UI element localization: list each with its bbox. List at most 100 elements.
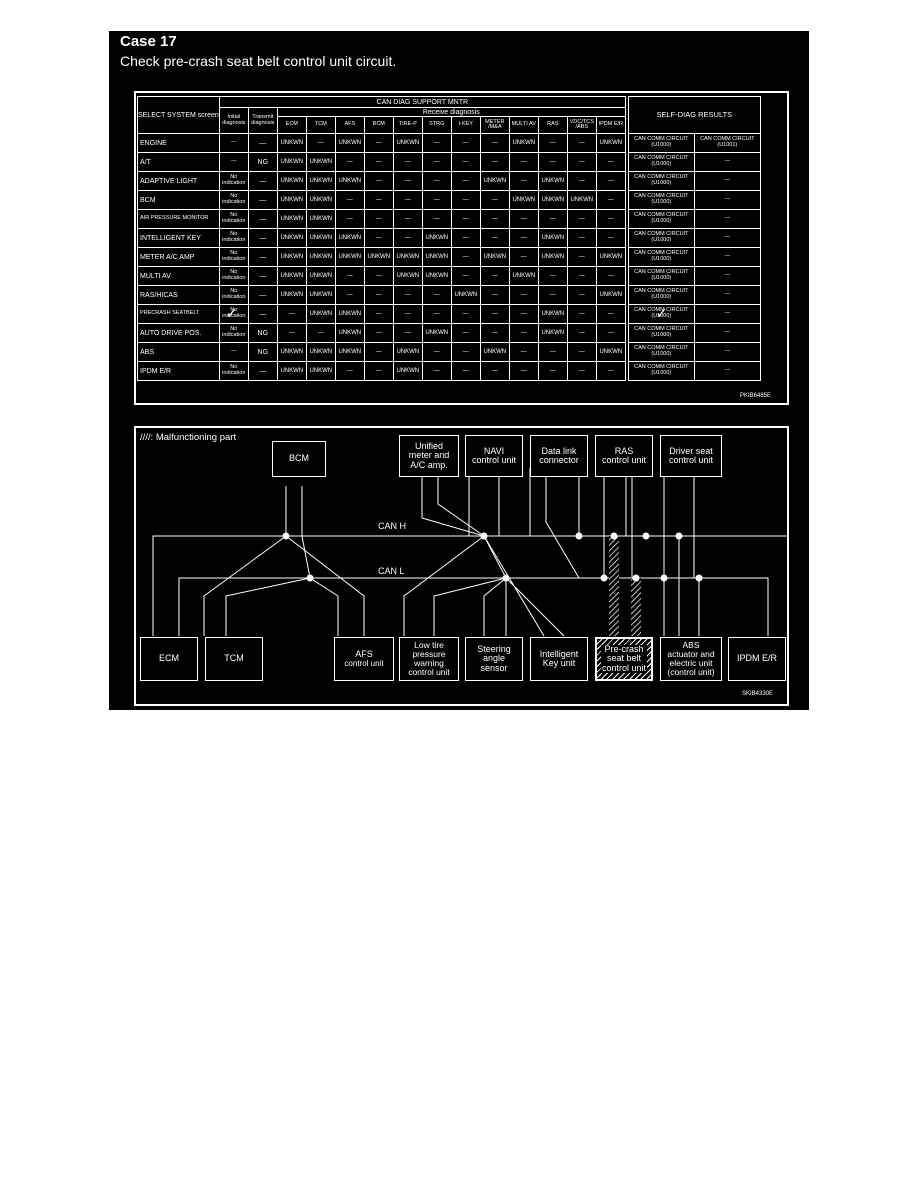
receive-cell: — bbox=[450, 342, 481, 362]
receive-cell: UNKWN bbox=[392, 342, 423, 362]
receive-cell: UNKWN bbox=[508, 266, 539, 286]
receive-cell: UNKWN bbox=[305, 342, 336, 362]
receive-cell: UNKWN bbox=[595, 247, 626, 267]
receive-cell: — bbox=[421, 133, 452, 153]
receive-cell: — bbox=[363, 323, 394, 343]
receive-cell: — bbox=[566, 266, 597, 286]
receive-column-header: MULTI AV bbox=[508, 116, 539, 134]
receive-column-header: BCM bbox=[363, 116, 394, 134]
initial-diagnosis-cell: — bbox=[218, 133, 249, 153]
receive-column-header: IPDM E/R bbox=[595, 116, 626, 134]
receive-cell: — bbox=[508, 342, 539, 362]
self-diag-result: CAN COMM CIRCUIT (U1000)✓ bbox=[627, 304, 695, 324]
self-diag-result: CAN COMM CIRCUIT (U1001) bbox=[693, 133, 761, 153]
receive-cell: UNKWN bbox=[479, 342, 510, 362]
navi-control-unit: NAVI control unit bbox=[465, 435, 523, 477]
receive-cell: UNKWN bbox=[421, 266, 452, 286]
receive-cell: UNKWN bbox=[305, 266, 336, 286]
receive-cell: — bbox=[537, 285, 568, 305]
can-h-label: CAN H bbox=[378, 521, 407, 531]
afs-control-unit: AFS control unit bbox=[334, 637, 394, 681]
ecm-unit: ECM bbox=[140, 637, 198, 681]
precrash-label: Pre-crash seat belt control unit bbox=[600, 643, 648, 674]
self-diag-result: CAN COMM CIRCUIT (U1000) bbox=[627, 190, 695, 210]
self-diag-result: CAN COMM CIRCUIT (U1000) bbox=[627, 323, 695, 343]
can-l-junction bbox=[306, 574, 314, 582]
can-l-junction bbox=[695, 574, 703, 582]
receive-cell: UNKWN bbox=[479, 247, 510, 267]
receive-column-header: ECM bbox=[276, 116, 307, 134]
receive-cell: — bbox=[595, 323, 626, 343]
can-h-junction bbox=[575, 532, 583, 540]
transmit-diagnosis-cell: — bbox=[247, 133, 278, 153]
ipdm-er-unit: IPDM E/R bbox=[728, 637, 786, 681]
receive-cell: — bbox=[508, 304, 539, 324]
receive-cell: — bbox=[363, 285, 394, 305]
receive-cell: — bbox=[334, 285, 365, 305]
afs-label: AFS bbox=[355, 649, 373, 660]
receive-cell: — bbox=[479, 133, 510, 153]
system-name: AUTO DRIVE POS. bbox=[137, 323, 220, 343]
receive-cell: UNKWN bbox=[334, 323, 365, 343]
receive-cell: — bbox=[479, 285, 510, 305]
receive-cell: UNKWN bbox=[508, 190, 539, 210]
receive-column-header: TCM bbox=[305, 116, 336, 134]
receive-cell: UNKWN bbox=[508, 133, 539, 153]
receive-cell: — bbox=[305, 133, 336, 153]
receive-cell: — bbox=[566, 361, 597, 381]
receive-cell: — bbox=[392, 285, 423, 305]
receive-cell: UNKWN bbox=[305, 152, 336, 172]
receive-cell: UNKWN bbox=[276, 209, 307, 229]
column-gap bbox=[624, 228, 629, 248]
receive-cell: UNKWN bbox=[334, 304, 365, 324]
transmit-diagnosis-cell: — bbox=[247, 304, 278, 324]
receive-cell: UNKWN bbox=[334, 247, 365, 267]
receive-cell: — bbox=[537, 342, 568, 362]
receive-column-header: METER /M&A bbox=[479, 116, 510, 134]
receive-cell: — bbox=[508, 247, 539, 267]
receive-cell: — bbox=[450, 133, 481, 153]
receive-cell: — bbox=[450, 152, 481, 172]
column-gap bbox=[624, 96, 629, 134]
receive-cell: — bbox=[595, 171, 626, 191]
receive-cell: — bbox=[392, 323, 423, 343]
receive-cell: UNKWN bbox=[537, 228, 568, 248]
transmit-diagnosis-header: Transmit diagnosis bbox=[247, 107, 278, 134]
can-diag-header: CAN DIAG SUPPORT MNTR bbox=[218, 96, 626, 108]
receive-cell: — bbox=[566, 247, 597, 267]
receive-cell: UNKWN bbox=[392, 133, 423, 153]
receive-cell: — bbox=[363, 228, 394, 248]
malfunction-legend: ////: Malfunctioning part bbox=[140, 432, 237, 443]
receive-cell: UNKWN bbox=[363, 247, 394, 267]
receive-cell: UNKWN bbox=[276, 342, 307, 362]
receive-cell: — bbox=[479, 266, 510, 286]
receive-cell: — bbox=[276, 323, 307, 343]
can-diagram-frame bbox=[134, 426, 789, 706]
receive-cell: UNKWN bbox=[276, 266, 307, 286]
column-gap bbox=[624, 285, 629, 305]
self-diag-result: — bbox=[693, 266, 761, 286]
receive-cell: — bbox=[479, 228, 510, 248]
can-bus-wiring bbox=[152, 468, 789, 637]
receive-cell: UNKWN bbox=[276, 247, 307, 267]
receive-cell: — bbox=[566, 209, 597, 229]
self-diag-result: — bbox=[693, 209, 761, 229]
system-name: ADAPTIVE LIGHT bbox=[137, 171, 220, 191]
receive-cell: — bbox=[363, 361, 394, 381]
receive-column-header: VDC/TCS /ABS bbox=[566, 116, 597, 134]
initial-diagnosis-cell: No indication bbox=[218, 190, 249, 210]
receive-cell: — bbox=[421, 342, 452, 362]
self-diag-result: — bbox=[693, 152, 761, 172]
case-subtitle: Check pre-crash seat belt control unit c… bbox=[120, 53, 397, 69]
self-diag-result: CAN COMM CIRCUIT (U1000) bbox=[627, 285, 695, 305]
receive-cell: — bbox=[450, 228, 481, 248]
self-diag-result: — bbox=[693, 190, 761, 210]
receive-cell: — bbox=[566, 152, 597, 172]
self-diag-result: CAN COMM CIRCUIT (U1000) bbox=[627, 228, 695, 248]
receive-cell: — bbox=[392, 190, 423, 210]
receive-cell: — bbox=[479, 209, 510, 229]
system-name: METER A/C AMP bbox=[137, 247, 220, 267]
